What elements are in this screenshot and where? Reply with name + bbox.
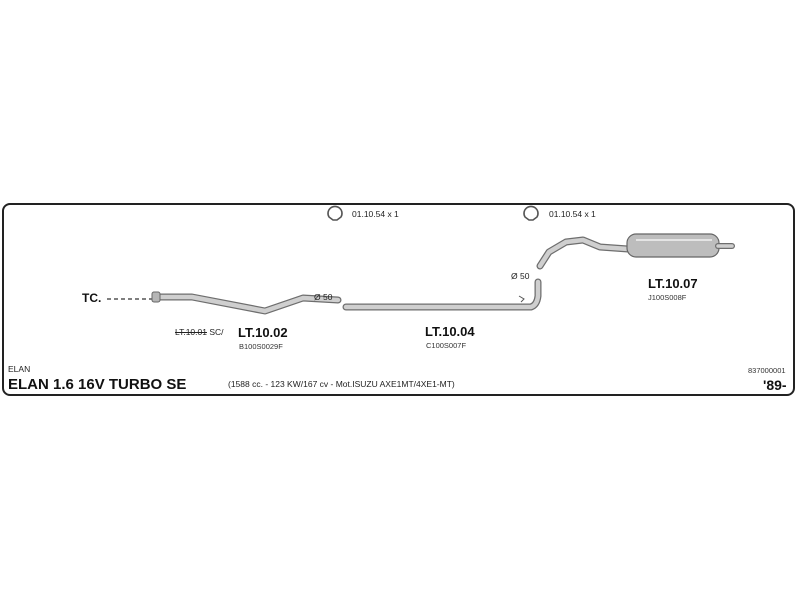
vehicle-model: ELAN 1.6 16V TURBO SE [8, 376, 187, 393]
rear-silencer-shape [536, 233, 735, 270]
clamp-icon [523, 205, 539, 221]
part-number: LT.10.02 [238, 325, 288, 340]
clamp-icon [327, 205, 343, 221]
catalog-number: 837000001 [748, 366, 786, 375]
part-code: B100S0029F [239, 342, 283, 351]
middle-pipe-shape [342, 278, 542, 311]
superseded-part-code: LT.10.01 SC/ [175, 327, 224, 337]
part-code: J100S008F [648, 293, 687, 302]
model-year: '89- [763, 377, 787, 393]
vehicle-specs: (1588 cc. - 123 KW/167 cv - Mot.ISUZU AX… [228, 379, 455, 389]
part-code: C100S007F [426, 341, 467, 350]
part-number: LT.10.04 [425, 324, 475, 339]
clamp-label: 01.10.54 x 1 [352, 209, 399, 219]
front-pipe-shape [151, 291, 342, 315]
clamp-label: 01.10.54 x 1 [549, 209, 596, 219]
vehicle-make: ELAN [8, 364, 31, 374]
part-number: LT.10.07 [648, 276, 698, 291]
pipe-diameter-label: Ø 50 [314, 292, 333, 302]
pipe-diameter-label: Ø 50 [511, 271, 530, 281]
connection-label: TC. [82, 291, 102, 305]
